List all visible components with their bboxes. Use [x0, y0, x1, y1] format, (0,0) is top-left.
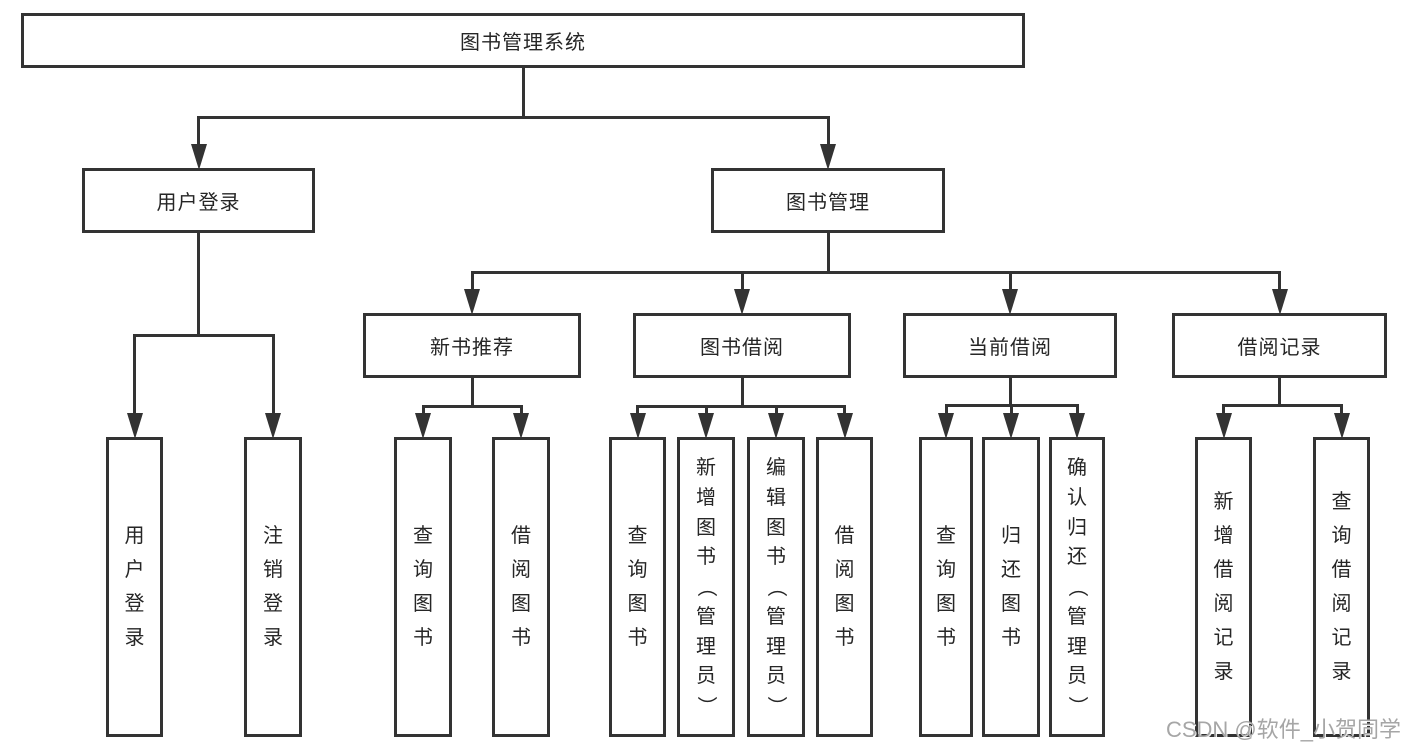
- connector-vline: [1278, 272, 1281, 297]
- arrowhead-down-icon: [464, 289, 480, 315]
- arrowhead-down-icon: [698, 413, 714, 439]
- connector-vline: [826, 117, 830, 152]
- node-label: 图书管理: [786, 192, 870, 214]
- node-label: 借阅记录: [1237, 337, 1322, 359]
- node-label: 查询图书: [413, 525, 433, 649]
- node-leaf-bw-query: 查询图书: [609, 437, 666, 737]
- node-current: 当前借阅: [903, 313, 1117, 378]
- arrowhead-down-icon: [1003, 413, 1019, 439]
- node-label: 新增图书（管理员）: [695, 457, 717, 716]
- connector-vline: [1008, 378, 1012, 407]
- arrowhead-down-icon: [190, 144, 207, 170]
- connector-hline: [1222, 403, 1343, 407]
- node-leaf-rec-query: 查询借阅记录: [1313, 437, 1370, 737]
- node-leaf-nb-query: 查询图书: [394, 437, 452, 737]
- connector-vline: [133, 335, 136, 421]
- node-records: 借阅记录: [1172, 313, 1387, 378]
- connector-vline: [197, 117, 200, 152]
- node-leaf-nb-borrow: 借阅图书: [492, 437, 550, 737]
- node-leaf-cur-query: 查询图书: [919, 437, 973, 737]
- arrowhead-down-icon: [1069, 413, 1085, 439]
- watermark: CSDN @软件_小贺同学: [1165, 717, 1401, 742]
- node-leaf-cur-return: 归还图书: [982, 437, 1040, 737]
- node-label: 用户登录: [156, 192, 241, 214]
- node-label: 用户登录: [124, 525, 145, 649]
- node-borrow: 图书借阅: [633, 313, 851, 378]
- connector-vline: [470, 378, 474, 408]
- node-leaf-bw-add: 新增图书（管理员）: [677, 437, 735, 737]
- arrowhead-down-icon: [415, 413, 431, 439]
- connector-vline: [1008, 272, 1012, 297]
- connector-hline: [421, 404, 523, 408]
- node-label: 新增借阅记录: [1213, 491, 1234, 683]
- connector-vline: [197, 233, 200, 337]
- node-label: 当前借阅: [968, 337, 1052, 359]
- node-label: 新书推荐: [430, 337, 514, 359]
- arrowhead-down-icon: [629, 413, 646, 439]
- arrowhead-down-icon: [820, 144, 836, 170]
- node-leaf-bw-edit: 编辑图书（管理员）: [747, 437, 805, 737]
- arrowhead-down-icon: [1215, 413, 1232, 439]
- connector-vline: [740, 272, 744, 297]
- connector-vline: [1278, 378, 1281, 407]
- connector-hline: [197, 115, 830, 119]
- arrowhead-down-icon: [1271, 289, 1288, 315]
- arrowhead-down-icon: [1333, 413, 1350, 439]
- node-newbook: 新书推荐: [363, 313, 581, 378]
- node-leaf-bw-borrow: 借阅图书: [816, 437, 873, 737]
- arrowhead-down-icon: [265, 413, 281, 439]
- arrowhead-down-icon: [836, 413, 853, 439]
- node-label: 查询图书: [627, 525, 648, 649]
- connector-vline: [826, 233, 830, 274]
- connector-hline: [636, 404, 846, 408]
- node-label: 借阅图书: [834, 525, 855, 649]
- node-leaf-rec-add: 新增借阅记录: [1195, 437, 1252, 737]
- connector-vline: [271, 335, 275, 421]
- arrowhead-down-icon: [513, 413, 529, 439]
- node-label: 查询图书: [936, 525, 956, 649]
- node-label: 归还图书: [1001, 525, 1021, 649]
- arrowhead-down-icon: [768, 413, 784, 439]
- node-label: 确认归还（管理员）: [1066, 457, 1088, 716]
- node-label: 注销登录: [263, 525, 283, 649]
- node-label: 借阅图书: [511, 525, 531, 649]
- node-root: 图书管理系统: [21, 13, 1025, 68]
- arrowhead-down-icon: [938, 413, 954, 439]
- node-label: 图书管理系统: [460, 32, 586, 54]
- arrowhead-down-icon: [734, 289, 750, 315]
- connector-vline: [470, 272, 474, 297]
- node-leaf-user-login: 用户登录: [106, 437, 163, 737]
- node-login: 用户登录: [82, 168, 315, 233]
- node-leaf-logout: 注销登录: [244, 437, 302, 737]
- node-mgmt: 图书管理: [711, 168, 945, 233]
- connector-vline: [521, 68, 525, 119]
- arrowhead-down-icon: [126, 413, 143, 439]
- node-label: 图书借阅: [700, 337, 784, 359]
- node-leaf-cur-confirm: 确认归还（管理员）: [1049, 437, 1105, 737]
- connector-hline: [133, 333, 275, 337]
- node-label: 查询借阅记录: [1331, 491, 1352, 683]
- node-label: 编辑图书（管理员）: [765, 457, 787, 716]
- connector-vline: [740, 378, 744, 408]
- arrowhead-down-icon: [1002, 289, 1018, 315]
- connector-hline: [470, 270, 1281, 274]
